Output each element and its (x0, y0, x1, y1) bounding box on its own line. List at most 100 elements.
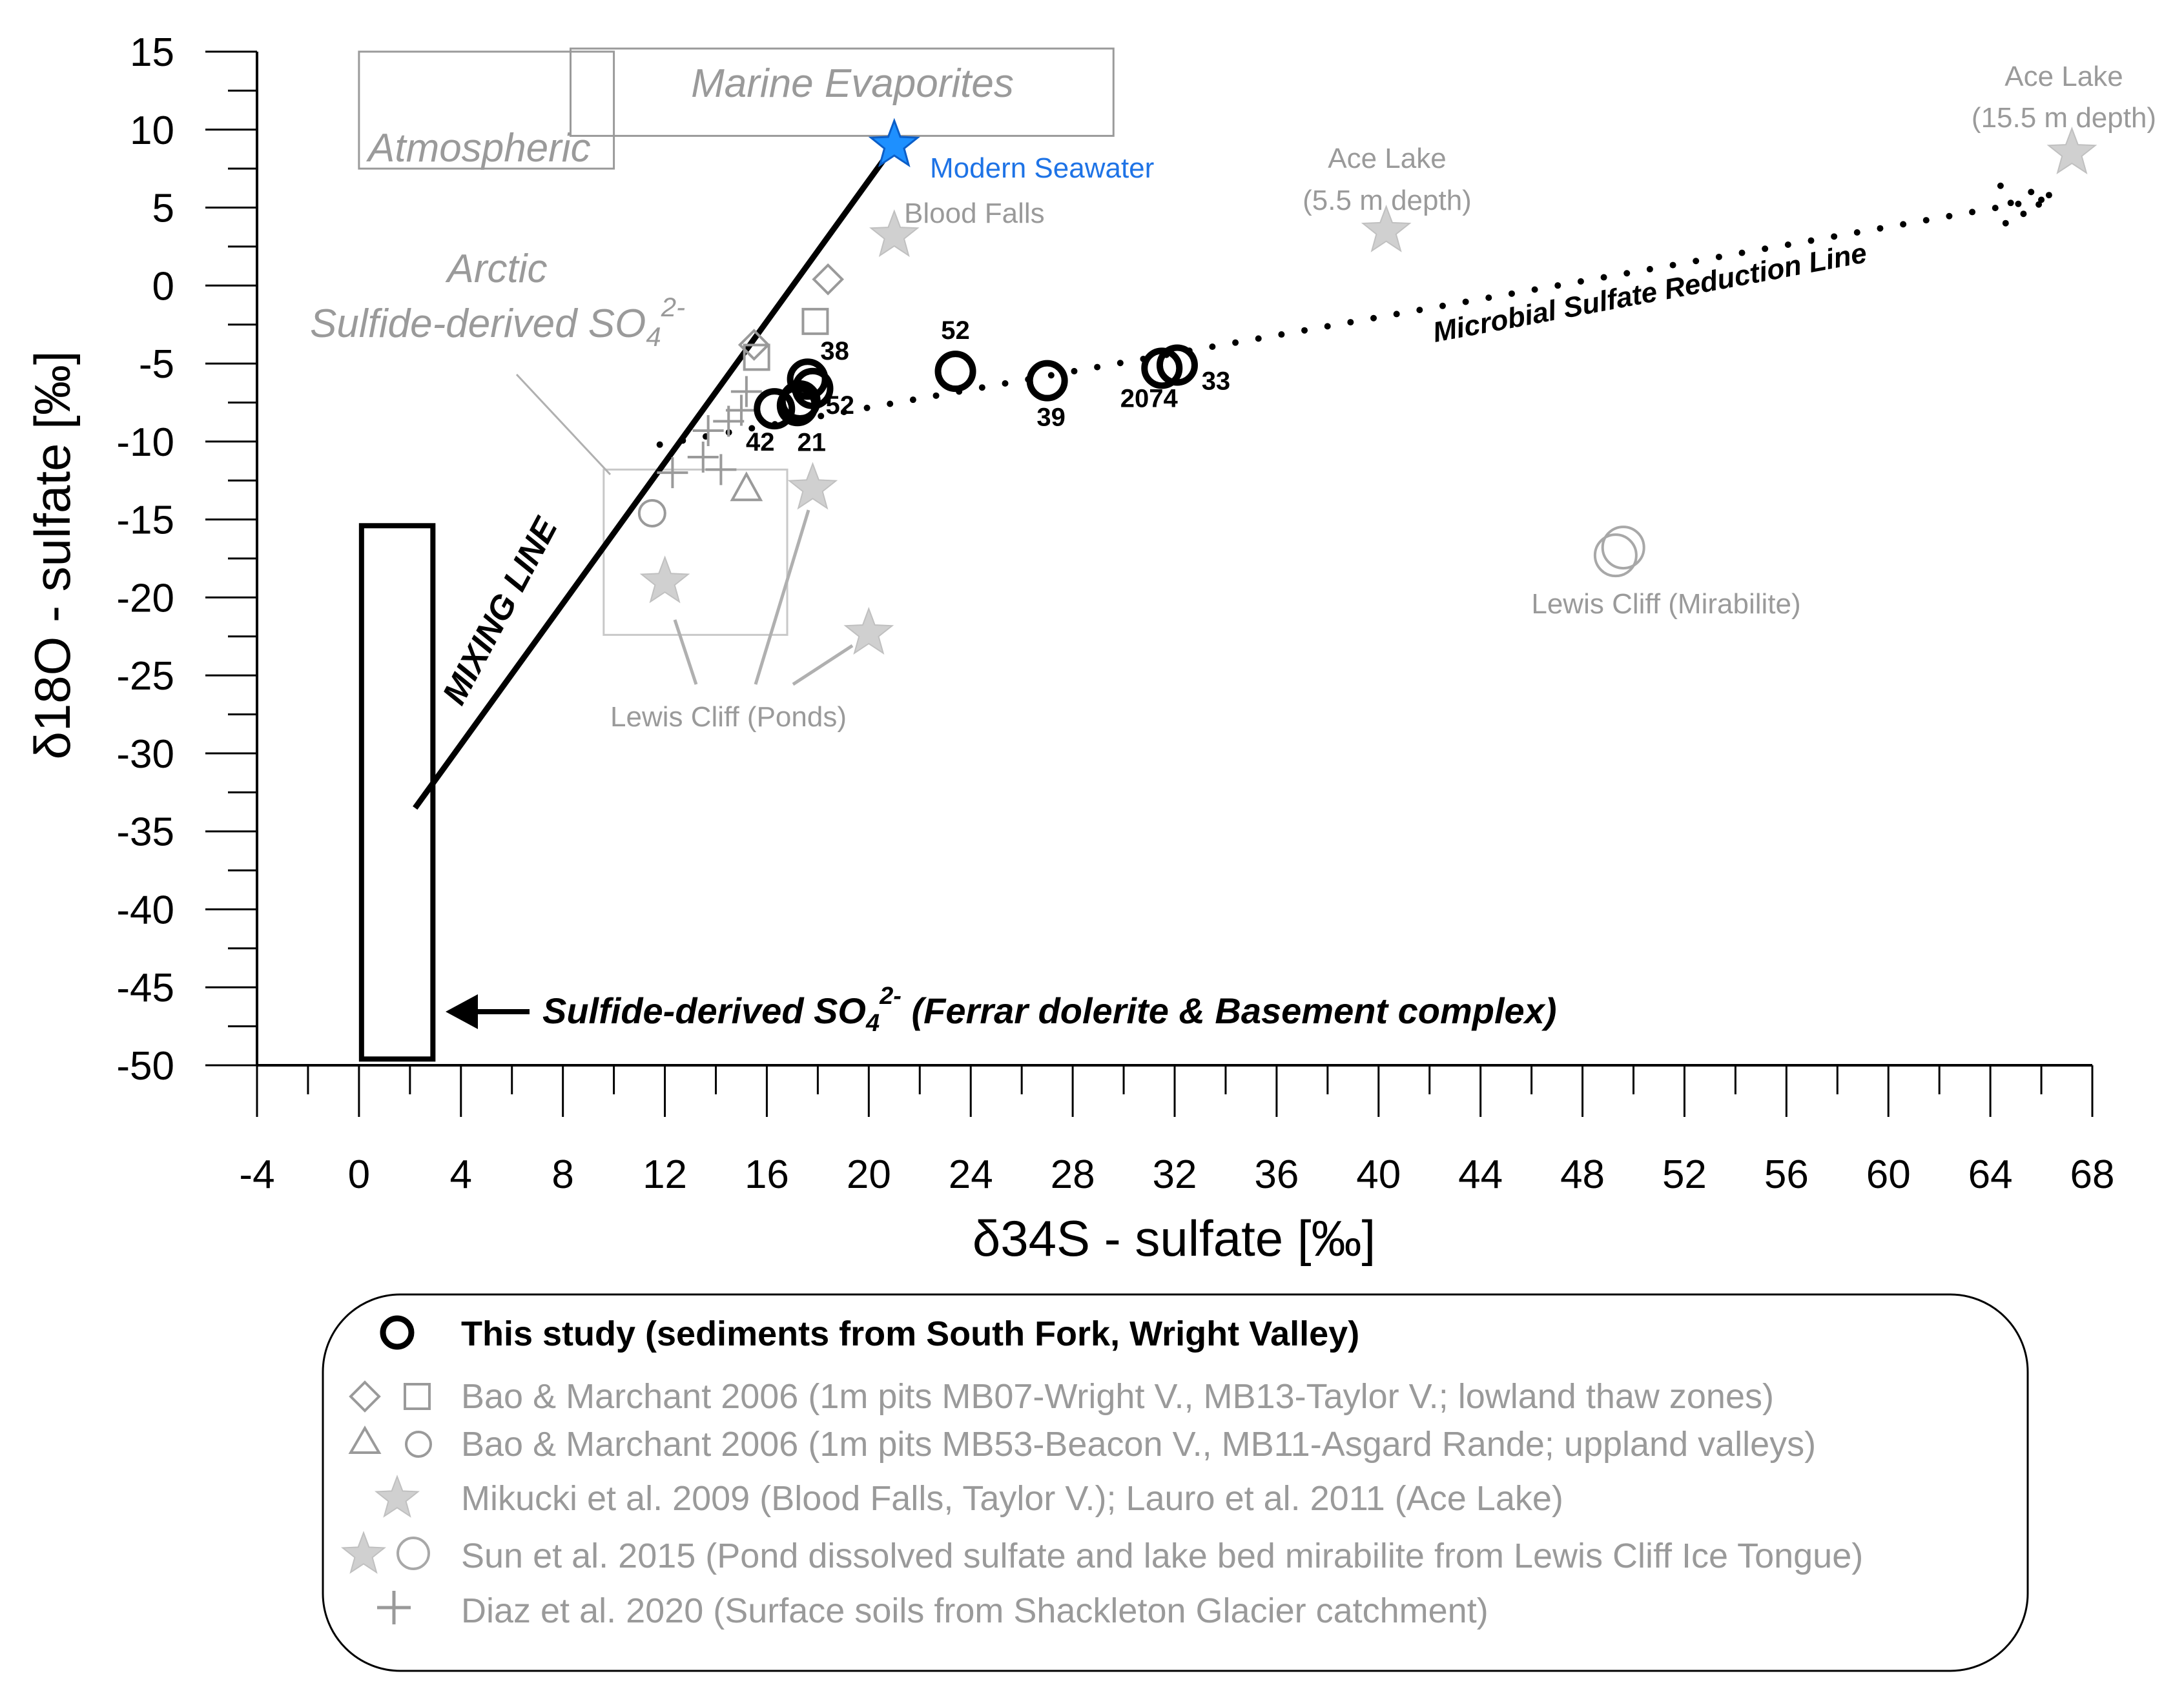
msr-dot (2045, 192, 2052, 199)
modern-seawater-label: Modern Seawater (930, 152, 1154, 184)
ace-lake-label: Ace Lake (2004, 61, 2123, 92)
msr-dot (840, 409, 847, 416)
point-label: 21 (798, 428, 827, 456)
msr-dot (1808, 237, 1815, 244)
msr-dot (1877, 225, 1884, 232)
star-marker (869, 209, 920, 258)
star-marker (787, 462, 838, 510)
msr-dot (1232, 339, 1239, 346)
y-tick-label: 15 (130, 30, 174, 75)
msr-dot (1669, 261, 1676, 269)
mirabilite-circle-marker (1593, 533, 1638, 578)
x-tick-label: 28 (1051, 1152, 1095, 1197)
msr-dot (1485, 294, 1492, 302)
msr-dot (909, 396, 916, 404)
msr-dot (1600, 274, 1607, 281)
x-tick-label: 12 (643, 1152, 687, 1197)
msr-dot (1831, 233, 1838, 240)
msr-dot (1117, 360, 1124, 367)
atmospheric-box (358, 50, 615, 170)
msr-dot (2020, 210, 2027, 218)
msr-dot (1255, 335, 1262, 342)
msr-dot (818, 413, 825, 420)
msr-dot (2002, 220, 2009, 227)
arctic-leader-line (515, 373, 612, 476)
legend-marker-circle (397, 1537, 430, 1570)
msr-dot (2007, 199, 2014, 207)
plus-marker (692, 414, 724, 446)
msr-dot (1784, 241, 1791, 248)
msr-dot (1278, 331, 1285, 338)
this-study-marker (792, 367, 834, 409)
this-study-marker (1156, 344, 1198, 386)
msr-dot (2015, 200, 2022, 207)
star-marker (843, 607, 894, 655)
y-tick-label: -40 (116, 888, 174, 932)
x-tick-label: 44 (1458, 1152, 1503, 1197)
ponds-pointer (673, 619, 698, 685)
legend-entry: Sun et al. 2015 (Pond dissolved sulfate … (461, 1537, 1863, 1575)
msr-dot (978, 384, 985, 391)
legend-entry: This study (sediments from South Fork, W… (461, 1314, 1359, 1353)
diamond-marker (737, 329, 770, 361)
msr-dot (1577, 278, 1584, 285)
y-axis-title: δ18O - sulfate [‰] (24, 351, 81, 760)
ponds-pointer (754, 509, 810, 685)
msr-dot (1715, 253, 1722, 260)
legend-marker-plus (377, 1591, 411, 1624)
x-tick-label: 64 (1968, 1152, 2013, 1197)
legend-marker-square (404, 1383, 431, 1410)
msr-dot (1853, 229, 1860, 236)
this-study-marker (1141, 347, 1183, 389)
msr-dot (1047, 372, 1055, 379)
point-label: 38 (820, 337, 849, 365)
msr-dot (1693, 258, 1700, 265)
x-tick-label: 36 (1254, 1152, 1299, 1197)
point-label: 2074 (1120, 384, 1179, 413)
msr-dot (1531, 286, 1538, 293)
plus-marker (687, 442, 719, 473)
blood-falls-label: Blood Falls (904, 198, 1045, 229)
x-tick-label: 56 (1764, 1152, 1809, 1197)
arctic-box (603, 468, 788, 636)
msr-dot (748, 425, 756, 432)
y-tick-label: -15 (116, 498, 174, 543)
ace-lake-label: Ace Lake (1328, 143, 1446, 174)
atmospheric-label: Atmospheric (366, 126, 591, 170)
this-study-marker (779, 380, 821, 422)
triangle-marker (730, 471, 763, 502)
point-label: 39 (1036, 404, 1066, 432)
x-tick-label: 0 (348, 1152, 370, 1197)
star-marker (639, 555, 690, 604)
y-tick-label: 5 (152, 187, 174, 231)
legend-marker-circle (405, 1431, 432, 1458)
this-study-marker (934, 351, 976, 393)
y-tick-label: -5 (139, 342, 174, 387)
x-tick-label: 32 (1153, 1152, 1197, 1197)
msr-dot (1393, 311, 1400, 318)
this-study-marker (754, 388, 796, 430)
msr-dot (1623, 270, 1631, 277)
msr-dot (1969, 209, 1976, 216)
legend-box (322, 1293, 2029, 1672)
square-marker (801, 307, 829, 335)
msr-dot (1646, 265, 1653, 272)
marine-evaporites-label: Marine Evaporites (691, 61, 1014, 106)
msr-dot (1324, 323, 1331, 330)
msr-dot (2035, 201, 2043, 208)
msr-dot (1992, 205, 1999, 212)
msr-dot (1002, 380, 1009, 387)
mixing-line-label: MIXING LINE (435, 511, 565, 711)
modern-seawater-star (868, 118, 920, 168)
msr-dot (932, 392, 940, 399)
y-tick-label: -30 (116, 732, 174, 777)
msr-dot (1416, 307, 1423, 314)
msr-dot (679, 437, 686, 444)
y-tick-label: -10 (116, 420, 174, 465)
ponds-pointer (792, 644, 854, 686)
legend-marker-diamond (349, 1380, 381, 1413)
point-label: 33 (1202, 367, 1231, 395)
msr-line-label: Microbial Sulfate Reduction Line (1430, 237, 1870, 348)
x-axis-title: δ34S - sulfate [‰] (973, 1210, 1375, 1267)
